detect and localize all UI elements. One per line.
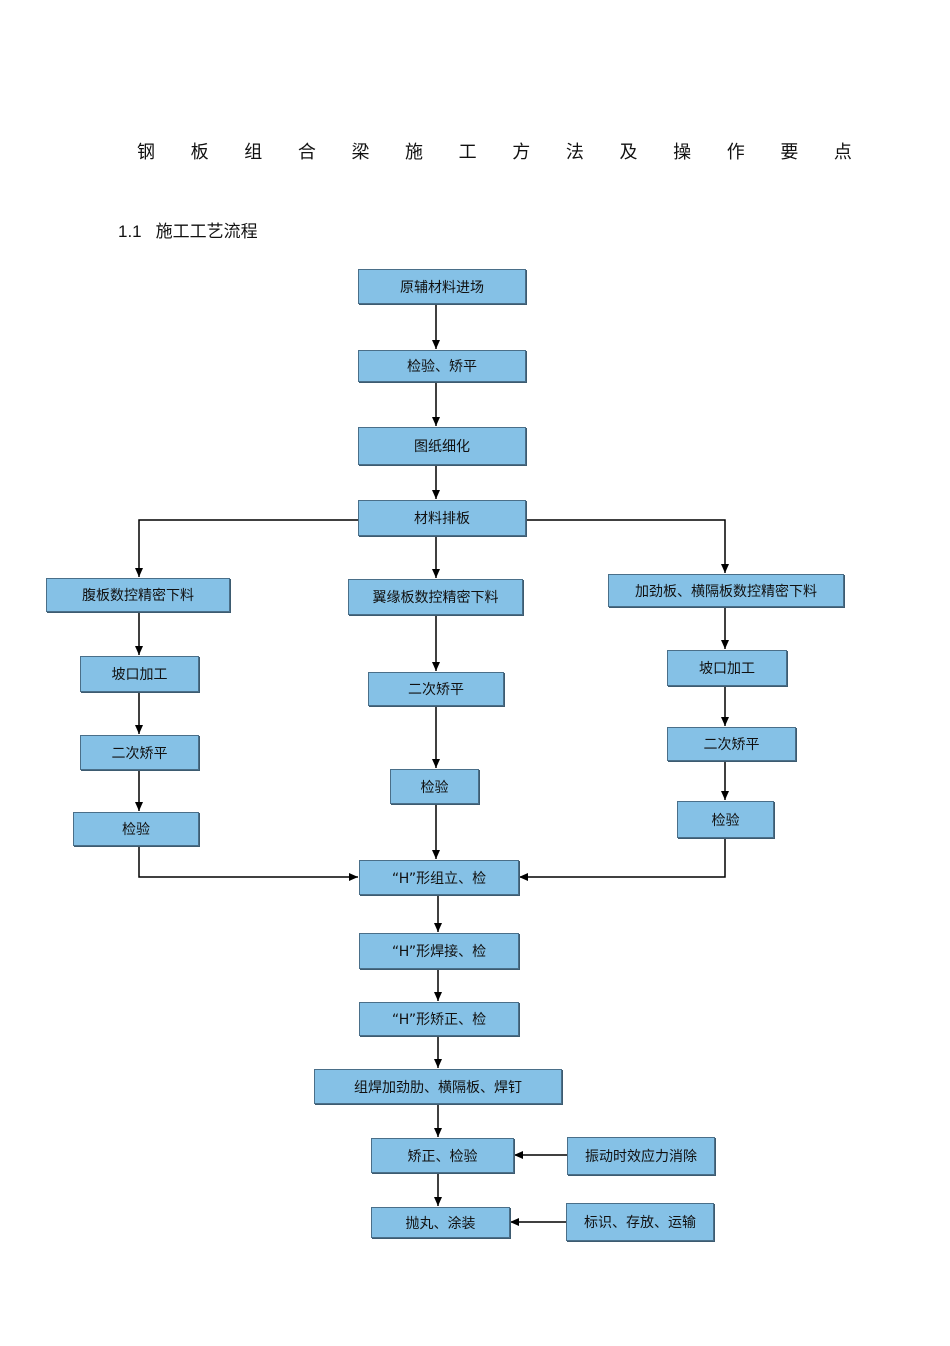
step-web-cnc: 腹板数控精密下料 [46, 578, 230, 612]
step-drawing-detail: 图纸细化 [358, 427, 526, 465]
step-flange-cnc: 翼缘板数控精密下料 [348, 579, 523, 615]
title-char: 组 [244, 142, 263, 163]
title-char: 合 [297, 142, 316, 163]
title-char: 法 [565, 142, 584, 163]
title-char: 梁 [351, 142, 370, 163]
step-flange-inspect: 检验 [390, 769, 479, 804]
section-title: 施工工艺流程 [155, 222, 258, 242]
step-h-weld: “H”形焊接、检 [359, 933, 519, 969]
title-char: 钢 [137, 142, 155, 163]
document-title: 钢 板 组 合 梁 施 工 方 法 及 操 作 要 点 [137, 138, 852, 163]
step-correct-inspect: 矫正、检验 [371, 1138, 514, 1173]
step-web-inspect: 检验 [73, 812, 199, 846]
title-char: 操 [673, 142, 692, 163]
arrow-layout-to-web [135, 519, 358, 577]
step-vibration-relief: 振动时效应力消除 [567, 1137, 715, 1175]
step-web-flatten2: 二次矫平 [80, 735, 199, 770]
step-flange-flatten2: 二次矫平 [368, 672, 504, 706]
title-char: 方 [512, 142, 531, 163]
arrow-stiffener-inspect-to-h [519, 838, 726, 881]
step-web-bevel: 坡口加工 [80, 656, 199, 692]
step-stiffener-cnc: 加劲板、横隔板数控精密下料 [608, 574, 844, 607]
title-char: 施 [405, 142, 424, 163]
step-stiffener-inspect: 检验 [677, 801, 774, 838]
section-heading: 1.1 施工工艺流程 [118, 217, 258, 242]
title-char: 工 [458, 142, 477, 163]
step-stiffener-flatten2: 二次矫平 [667, 727, 796, 761]
title-char: 作 [726, 142, 745, 163]
section-number: 1.1 [118, 222, 142, 241]
arrow-layout-to-stiffener [526, 519, 729, 573]
title-char: 要 [780, 142, 799, 163]
step-h-assemble: “H”形组立、检 [359, 860, 519, 895]
step-raw-material: 原辅材料进场 [358, 269, 526, 304]
title-char: 点 [833, 142, 852, 163]
step-weld-stiffeners: 组焊加劲肋、横隔板、焊钉 [314, 1069, 562, 1104]
title-char: 及 [619, 142, 638, 163]
step-material-layout: 材料排板 [358, 500, 526, 536]
step-h-correct: “H”形矫正、检 [359, 1002, 519, 1036]
step-mark-store-ship: 标识、存放、运输 [566, 1203, 714, 1241]
title-char: 板 [190, 142, 209, 163]
step-inspect-flatten: 检验、矫平 [358, 350, 526, 382]
step-stiffener-bevel: 坡口加工 [667, 650, 787, 686]
step-shot-blast-paint: 抛丸、涂装 [371, 1207, 510, 1238]
arrow-web-inspect-to-h [138, 846, 358, 881]
